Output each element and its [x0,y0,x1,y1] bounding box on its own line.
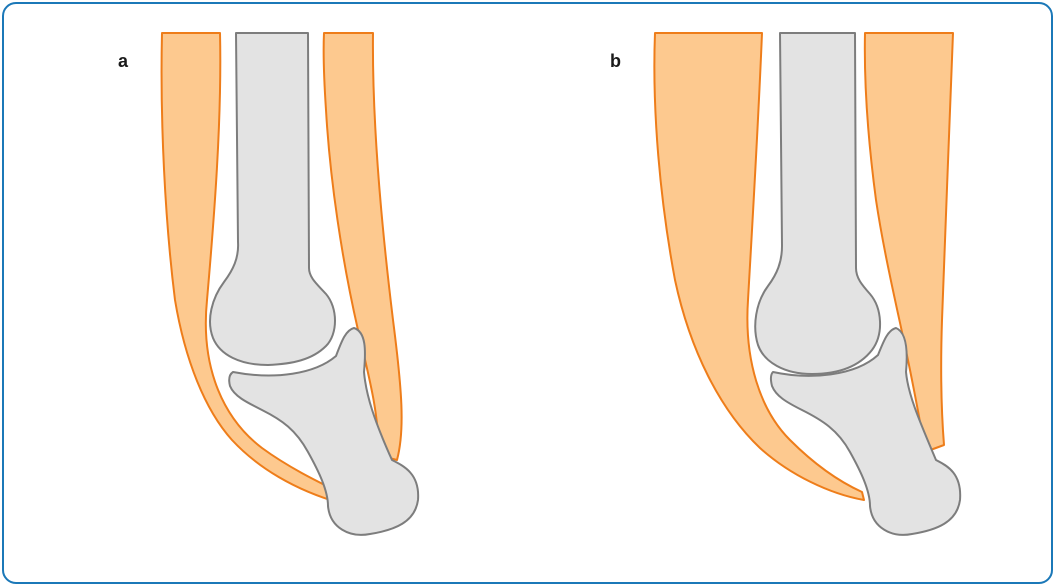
panel-a [162,33,419,535]
diagram-canvas [0,0,1059,565]
panel-label-a: a [118,52,128,70]
panel-b [654,33,960,535]
upper-bone-b [755,33,880,374]
upper-bone-a [210,33,335,365]
panel-label-b: b [610,52,621,70]
